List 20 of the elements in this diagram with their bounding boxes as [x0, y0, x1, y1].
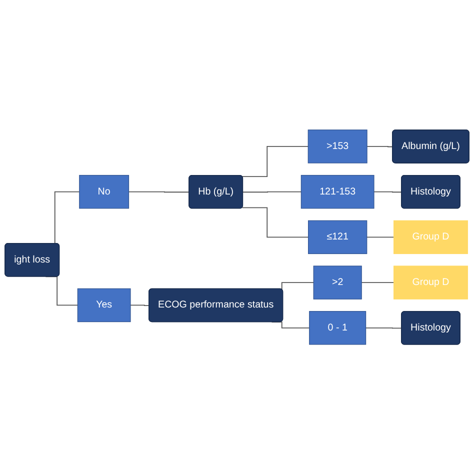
node-box: Group D — [394, 220, 468, 254]
connector — [130, 304, 150, 306]
node-box: >2 — [313, 266, 362, 300]
connector — [366, 236, 394, 238]
connector — [45, 276, 78, 306]
connector — [365, 327, 402, 328]
connector — [242, 191, 302, 192]
connector — [128, 191, 190, 192]
node-box: >153 — [308, 129, 368, 164]
node-box: No — [79, 174, 130, 208]
node-box: 121-153 — [300, 174, 374, 208]
connector — [366, 146, 394, 148]
connector — [361, 282, 394, 283]
node-box: 0 - 1 — [309, 310, 366, 345]
node-box: Group D — [394, 266, 468, 300]
connector — [242, 207, 309, 238]
connector — [242, 146, 309, 177]
node-box: ≤121 — [308, 220, 368, 254]
connector — [374, 191, 402, 192]
node-box: Yes — [77, 288, 131, 322]
